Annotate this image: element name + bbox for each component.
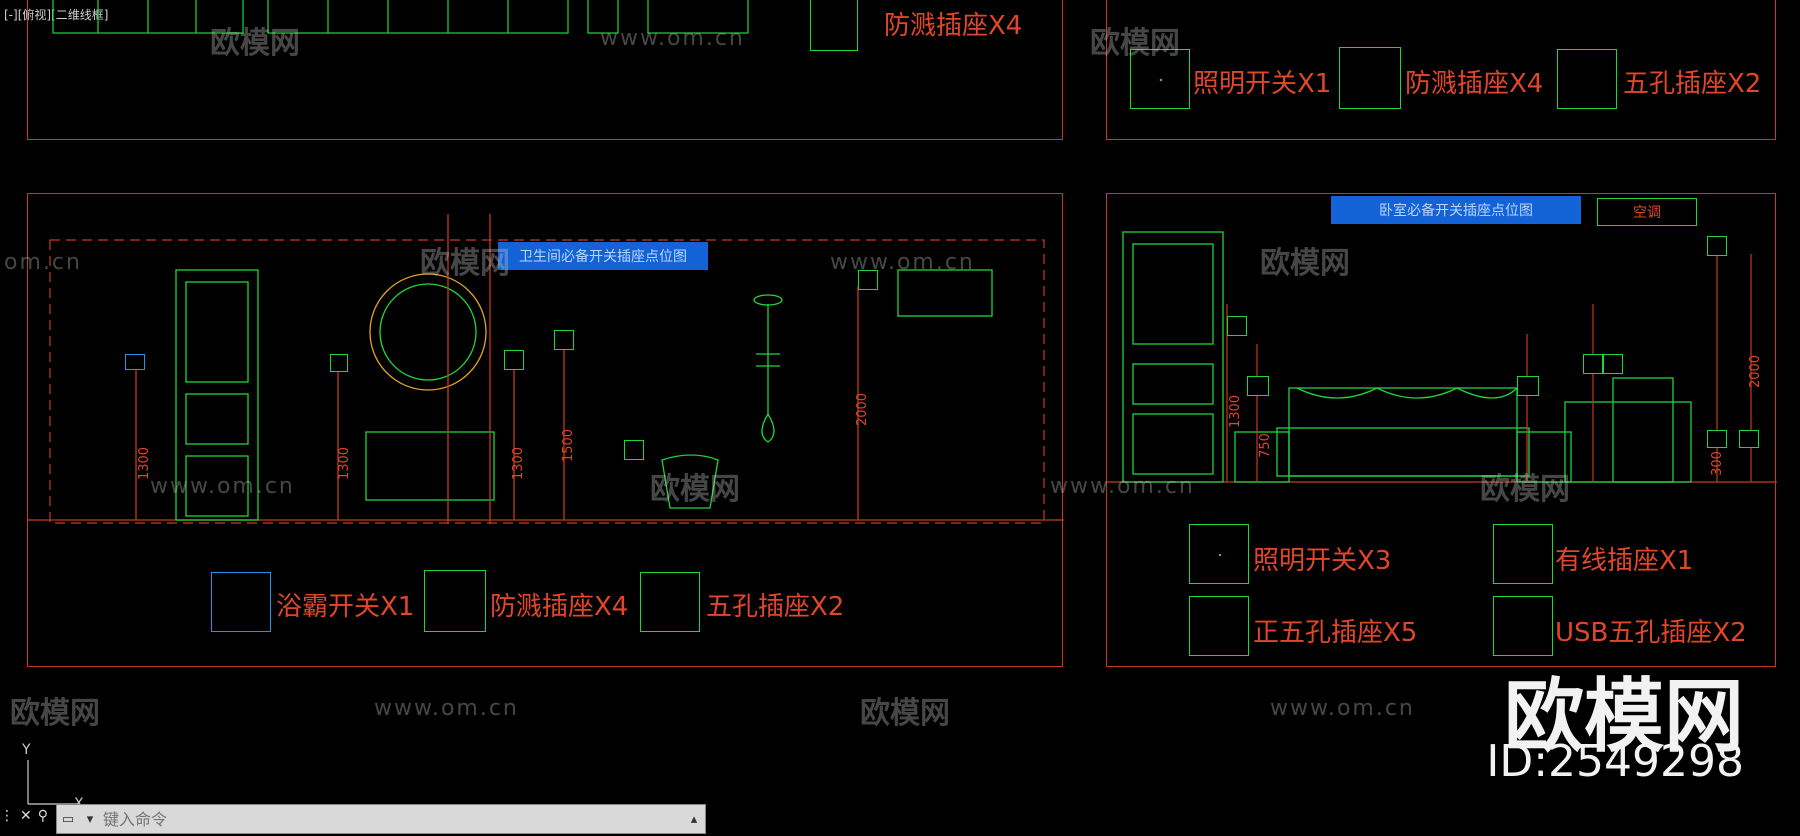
command-input[interactable] (101, 808, 665, 830)
five-hole-socket-icon (1603, 354, 1623, 374)
legend-five-hole-socket: 五孔插座X2 (706, 592, 845, 622)
bedroom-title-bar: 卧室必备开关插座点位图 (1331, 196, 1581, 224)
splashproof-socket-icon (554, 330, 574, 350)
dimension-label: 1300 (511, 446, 527, 481)
five-hole-socket-icon (1707, 430, 1727, 448)
light-switch-icon (1189, 524, 1249, 584)
dimension-label: 300 (1709, 451, 1725, 476)
usb-socket-icon (1517, 376, 1539, 396)
usb-socket-icon (1247, 376, 1269, 396)
panel-bathroom: 1300 1300 1300 1500 2000 卫生间必备开关插座点位图 浴霸… (27, 193, 1064, 667)
axis-y-label: Y (22, 742, 31, 758)
splashproof-socket-icon (424, 570, 486, 632)
settings-icon[interactable]: ⚲ (37, 808, 48, 824)
close-icon[interactable]: ✕ (20, 808, 32, 824)
grip-icon[interactable]: ⋮ (0, 808, 14, 824)
legend-splashproof-socket: 防溅插座X4 (884, 11, 1023, 41)
five-hole-socket-icon (330, 354, 348, 372)
watermark: 欧模网 (10, 696, 100, 731)
five-hole-socket-icon (1557, 49, 1617, 109)
splashproof-socket-icon (1339, 47, 1401, 109)
dimension-label: 750 (1257, 433, 1273, 458)
splashproof-socket-icon (624, 440, 644, 460)
watermark: www.om.cn (374, 696, 519, 721)
bath-heater-switch-icon (211, 572, 271, 632)
panel-top-right: 照明开关X1 防溅插座X4 五孔插座X2 (1106, 0, 1776, 140)
legend-bath-heater-switch: 浴霸开关X1 (276, 592, 415, 622)
legend-light-switch: 照明开关X3 (1253, 546, 1392, 576)
five-hole-socket-icon (640, 572, 700, 632)
dimension-label: 2000 (855, 392, 871, 427)
five-hole-socket-icon (1583, 354, 1603, 374)
bathroom-title-bar: 卫生间必备开关插座点位图 (498, 242, 708, 270)
chevron-down-icon[interactable]: ▾ (86, 811, 94, 827)
panel-bedroom: 1300 750 2000 300 卧室必备开关插座点位图 空调 照明开关X3 … (1106, 193, 1777, 667)
cable-socket-icon (1739, 430, 1759, 448)
panel-top-left: 防溅插座X4 (27, 0, 1063, 140)
command-line-controls: ⋮ ✕ ⚲ (0, 808, 48, 824)
legend-five-hole-socket: 五孔插座X2 (1623, 69, 1762, 99)
terminal-icon[interactable]: ▭ (61, 811, 75, 827)
bedroom-elevation-drawing (1107, 231, 1777, 483)
ac-socket-icon (1707, 236, 1727, 256)
watermark: www.om.cn (1270, 696, 1415, 721)
air-conditioner-unit: 空调 (1597, 198, 1697, 226)
legend-splashproof-socket: 防溅插座X4 (1405, 69, 1544, 99)
splashproof-socket-icon (858, 270, 878, 290)
legend-light-switch: 照明开关X1 (1193, 69, 1332, 99)
legend-splashproof-socket: 防溅插座X4 (490, 592, 629, 622)
watermark: 欧模网 (860, 696, 950, 731)
cable-socket-icon (1493, 524, 1553, 584)
viewport-label[interactable]: [-][俯视][二维线框] (4, 8, 109, 22)
bath-heater-switch-icon (125, 354, 145, 370)
legend-five-hole-socket: 正五孔插座X5 (1253, 618, 1418, 648)
dimension-label: 1300 (137, 446, 153, 481)
dimension-label: 2000 (1748, 354, 1764, 389)
bathroom-elevation-drawing (28, 214, 1064, 524)
top-left-drawing (52, 0, 749, 34)
command-line: ▭ ▾ ▴ (56, 804, 706, 834)
chevron-up-icon[interactable]: ▴ (690, 811, 698, 827)
brand-logo-text: 欧模网 (1504, 670, 1744, 763)
ucs-axis-icon: Y (22, 742, 82, 810)
dimension-label: 1500 (561, 428, 577, 463)
light-switch-icon (1227, 316, 1247, 336)
light-switch-icon (1130, 49, 1190, 109)
usb-socket-icon (1493, 596, 1553, 656)
splashproof-socket-icon (504, 350, 524, 370)
legend-cable-socket: 有线插座X1 (1555, 546, 1694, 576)
legend-usb-socket: USB五孔插座X2 (1555, 618, 1747, 648)
dimension-label: 1300 (337, 446, 353, 481)
five-hole-socket-icon (1189, 596, 1249, 656)
splashproof-socket-icon (810, 0, 858, 51)
dimension-label: 1300 (1228, 394, 1244, 429)
model-id: ID:2549298 (1486, 736, 1744, 787)
